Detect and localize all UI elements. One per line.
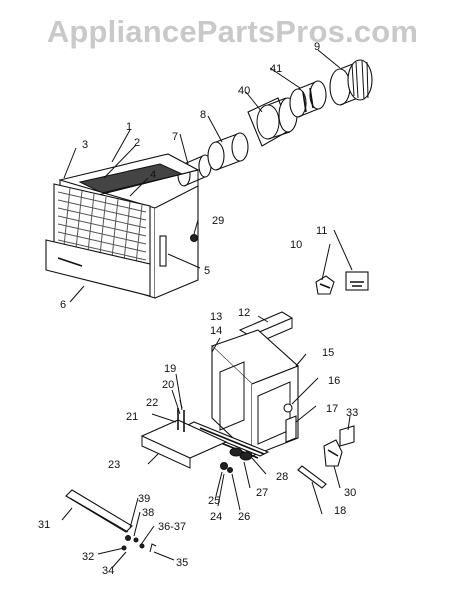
plate-33	[339, 425, 355, 447]
callout-labels: 1 2 3 4 29 5 6 7 8 40 41 9 10 11 12 13 1…	[38, 41, 358, 577]
vent-pipe-8	[207, 132, 249, 171]
callout-9: 9	[314, 41, 320, 53]
callout-2: 2	[134, 137, 140, 149]
callout-33: 33	[346, 407, 358, 419]
callout-8: 8	[200, 109, 206, 121]
vent-collar-41	[289, 80, 327, 118]
callout-12: 12	[238, 307, 250, 319]
callout-16: 16	[328, 375, 340, 387]
callout-17: 17	[326, 403, 338, 415]
callout-20: 20	[162, 379, 174, 391]
wall-plate-40	[247, 97, 298, 147]
callout-25: 25	[208, 495, 220, 507]
rail-31	[65, 489, 133, 533]
callout-4: 4	[150, 169, 156, 181]
callout-39: 39	[138, 493, 150, 505]
lower-panel-6	[45, 239, 151, 297]
channel-18	[297, 465, 327, 489]
callout-23: 23	[108, 459, 120, 471]
callout-26: 26	[238, 511, 250, 523]
fasteners-32-39	[121, 535, 157, 553]
callout-32: 32	[82, 551, 94, 563]
callout-3: 3	[82, 139, 88, 151]
heat-exchanger-15	[210, 329, 300, 458]
gasket-16	[283, 403, 293, 413]
bracket-17	[285, 415, 297, 443]
callout-27: 27	[256, 487, 268, 499]
callout-30: 30	[344, 487, 356, 499]
callout-21: 21	[126, 411, 138, 423]
callout-41: 41	[270, 63, 282, 75]
callout-6: 6	[60, 299, 66, 311]
thermostat-30	[323, 439, 343, 467]
callout-28: 28	[276, 471, 288, 483]
callout-29: 29	[212, 215, 224, 227]
control-label-11	[345, 271, 369, 291]
fitting-24-25	[220, 462, 233, 473]
callout-40: 40	[238, 85, 250, 97]
parts-19-22	[177, 408, 185, 432]
callout-10: 10	[290, 239, 302, 251]
watermark-text: AppliancePartsPros.com	[46, 14, 419, 49]
callout-18: 18	[334, 505, 346, 517]
callout-38: 38	[142, 507, 154, 519]
callout-13: 13	[210, 311, 222, 323]
callout-34: 34	[102, 565, 114, 577]
side-panel-5	[159, 235, 167, 267]
callout-11: 11	[316, 225, 327, 237]
callout-14: 14	[210, 325, 222, 337]
callout-31: 31	[38, 519, 50, 531]
control-knob-10	[315, 275, 335, 295]
callout-5: 5	[204, 265, 210, 277]
callout-35: 35	[176, 557, 188, 569]
callout-19: 19	[164, 363, 176, 375]
callout-1: 1	[126, 121, 132, 133]
vent-terminal-9	[329, 59, 373, 106]
screw-29	[190, 234, 198, 242]
burner-tray-23	[140, 419, 228, 469]
callout-15: 15	[322, 347, 334, 359]
leader-lines	[61, 49, 353, 569]
callout-22: 22	[146, 397, 158, 409]
callout-36-37: 36-37	[158, 521, 186, 533]
callout-24: 24	[210, 511, 222, 523]
callout-7: 7	[172, 131, 178, 143]
